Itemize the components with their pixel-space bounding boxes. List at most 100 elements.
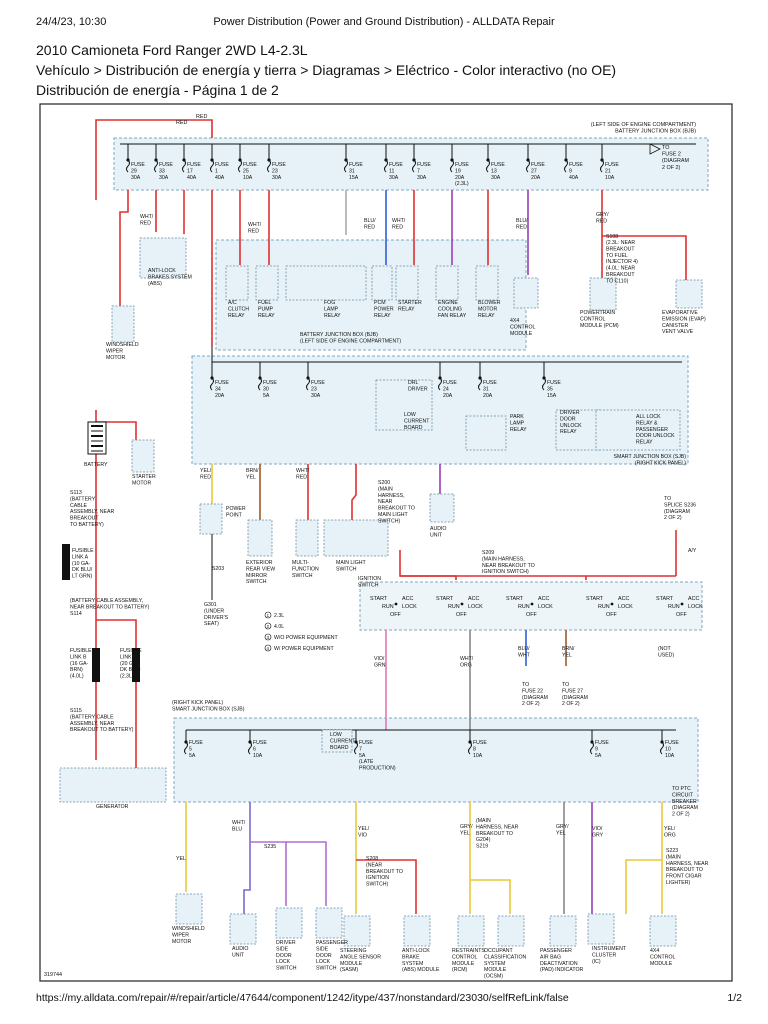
bjb-fuse-29 xyxy=(126,159,130,173)
ign-start-1: START xyxy=(370,596,388,602)
fuse-pin xyxy=(267,158,271,162)
legend-num: 4 xyxy=(267,646,270,651)
wire-color-tag: VIO/GRN xyxy=(374,656,386,668)
s235-label: S235 xyxy=(264,844,276,850)
ign-start-3-lock: LOCK xyxy=(538,604,553,610)
wire-color-tag: BLU/WHT xyxy=(518,646,531,658)
legend-circle xyxy=(264,611,272,619)
sjb-fuse-34 xyxy=(210,377,214,391)
ac-clutch-relay xyxy=(225,265,249,301)
ign-start-5: START xyxy=(656,596,674,602)
fuse-pin xyxy=(660,740,664,744)
wire-color-tag: WHT/RED xyxy=(392,218,406,230)
breadcrumb[interactable]: Vehículo > Distribución de energía y tie… xyxy=(36,62,617,78)
b-pass-lock xyxy=(315,907,343,939)
battery-label: BATTERY xyxy=(84,462,108,468)
legend-item: W/ POWER EQUIPMENT xyxy=(274,646,334,652)
diagram-subtitle: Distribución de energía - Página 1 de 2 xyxy=(36,82,279,98)
wire-color-tag: YEL/ORG xyxy=(664,826,676,838)
wire-ocsm xyxy=(470,879,511,914)
sjb-fuse-24 xyxy=(438,377,442,391)
pcm-module xyxy=(589,277,617,311)
sjb2-fuse-10 xyxy=(660,741,664,755)
control-4x4-module xyxy=(513,277,539,309)
doc-id: 319744 xyxy=(44,972,62,978)
main-light-switch xyxy=(323,519,389,557)
wire-color-tag: BLU/RED xyxy=(364,218,376,230)
vehicle-title: 2010 Camioneta Ford Ranger 2WD L4-2.3L xyxy=(36,42,308,58)
abs-module xyxy=(139,237,187,279)
fuel-pump-relay xyxy=(255,265,279,301)
ign-contact xyxy=(610,602,614,606)
ign-start-3-run: RUN xyxy=(518,604,530,610)
sjb-fuse-23 xyxy=(306,377,310,391)
fog-lamp-relay xyxy=(285,265,367,301)
bjb-fuse-31 xyxy=(344,159,348,173)
wire-color-tag: YEL xyxy=(176,856,186,862)
ign-start-5-lock: LOCK xyxy=(688,604,703,610)
ign-start-4-off: OFF xyxy=(606,612,617,618)
wire-color-tag: WHT/RED xyxy=(248,222,262,234)
article-titles: 2010 Camioneta Ford Ranger 2WD L4-2.3L V… xyxy=(36,40,616,100)
ign-contact xyxy=(530,602,534,606)
fusible-link-a xyxy=(62,544,70,580)
park-lamp-relay xyxy=(465,415,507,451)
wire-ic2 xyxy=(625,802,663,914)
wire-color-tag: WHT/RED xyxy=(296,468,310,480)
b-ocsm xyxy=(497,915,525,947)
ign-contact xyxy=(460,602,464,606)
legend-circle xyxy=(264,633,272,641)
print-url[interactable]: https://my.alldata.com/repair/#/repair/a… xyxy=(36,992,569,1004)
b-4x4 xyxy=(649,915,677,947)
b-drv-lock xyxy=(275,907,303,939)
wire-mainlight xyxy=(351,464,357,520)
arrow-to-fuse2 xyxy=(649,143,661,155)
wire-starter-cable xyxy=(96,421,137,440)
sjb-fuse-30 xyxy=(258,377,262,391)
ign-start-4: START xyxy=(586,596,604,602)
print-page-number: 1/2 xyxy=(727,992,742,1004)
s203-label: S203 xyxy=(212,566,224,572)
ign-start-1-run: RUN xyxy=(382,604,394,610)
starter-motor xyxy=(131,439,155,473)
generator-label: GENERATOR xyxy=(96,804,129,810)
wire-color-tag: BRN/YEL xyxy=(246,468,259,480)
fuse-pin xyxy=(306,376,310,380)
wiring-diagram: (LEFT SIDE OF ENGINE COMPARTMENT)BATTERY… xyxy=(39,103,733,982)
sjb2-fuse-5 xyxy=(184,741,188,755)
wire-abs-bot xyxy=(356,859,417,914)
legend-num: 2 xyxy=(267,624,270,629)
fuse-pin xyxy=(182,158,186,162)
ign-start-2-off: OFF xyxy=(456,612,467,618)
evap-valve xyxy=(675,279,703,309)
wire-color-tag: GRY/YEL xyxy=(460,824,473,836)
ign-start-5-off: OFF xyxy=(676,612,687,618)
pcm-power-relay xyxy=(371,265,393,301)
fuse-pin xyxy=(126,158,130,162)
